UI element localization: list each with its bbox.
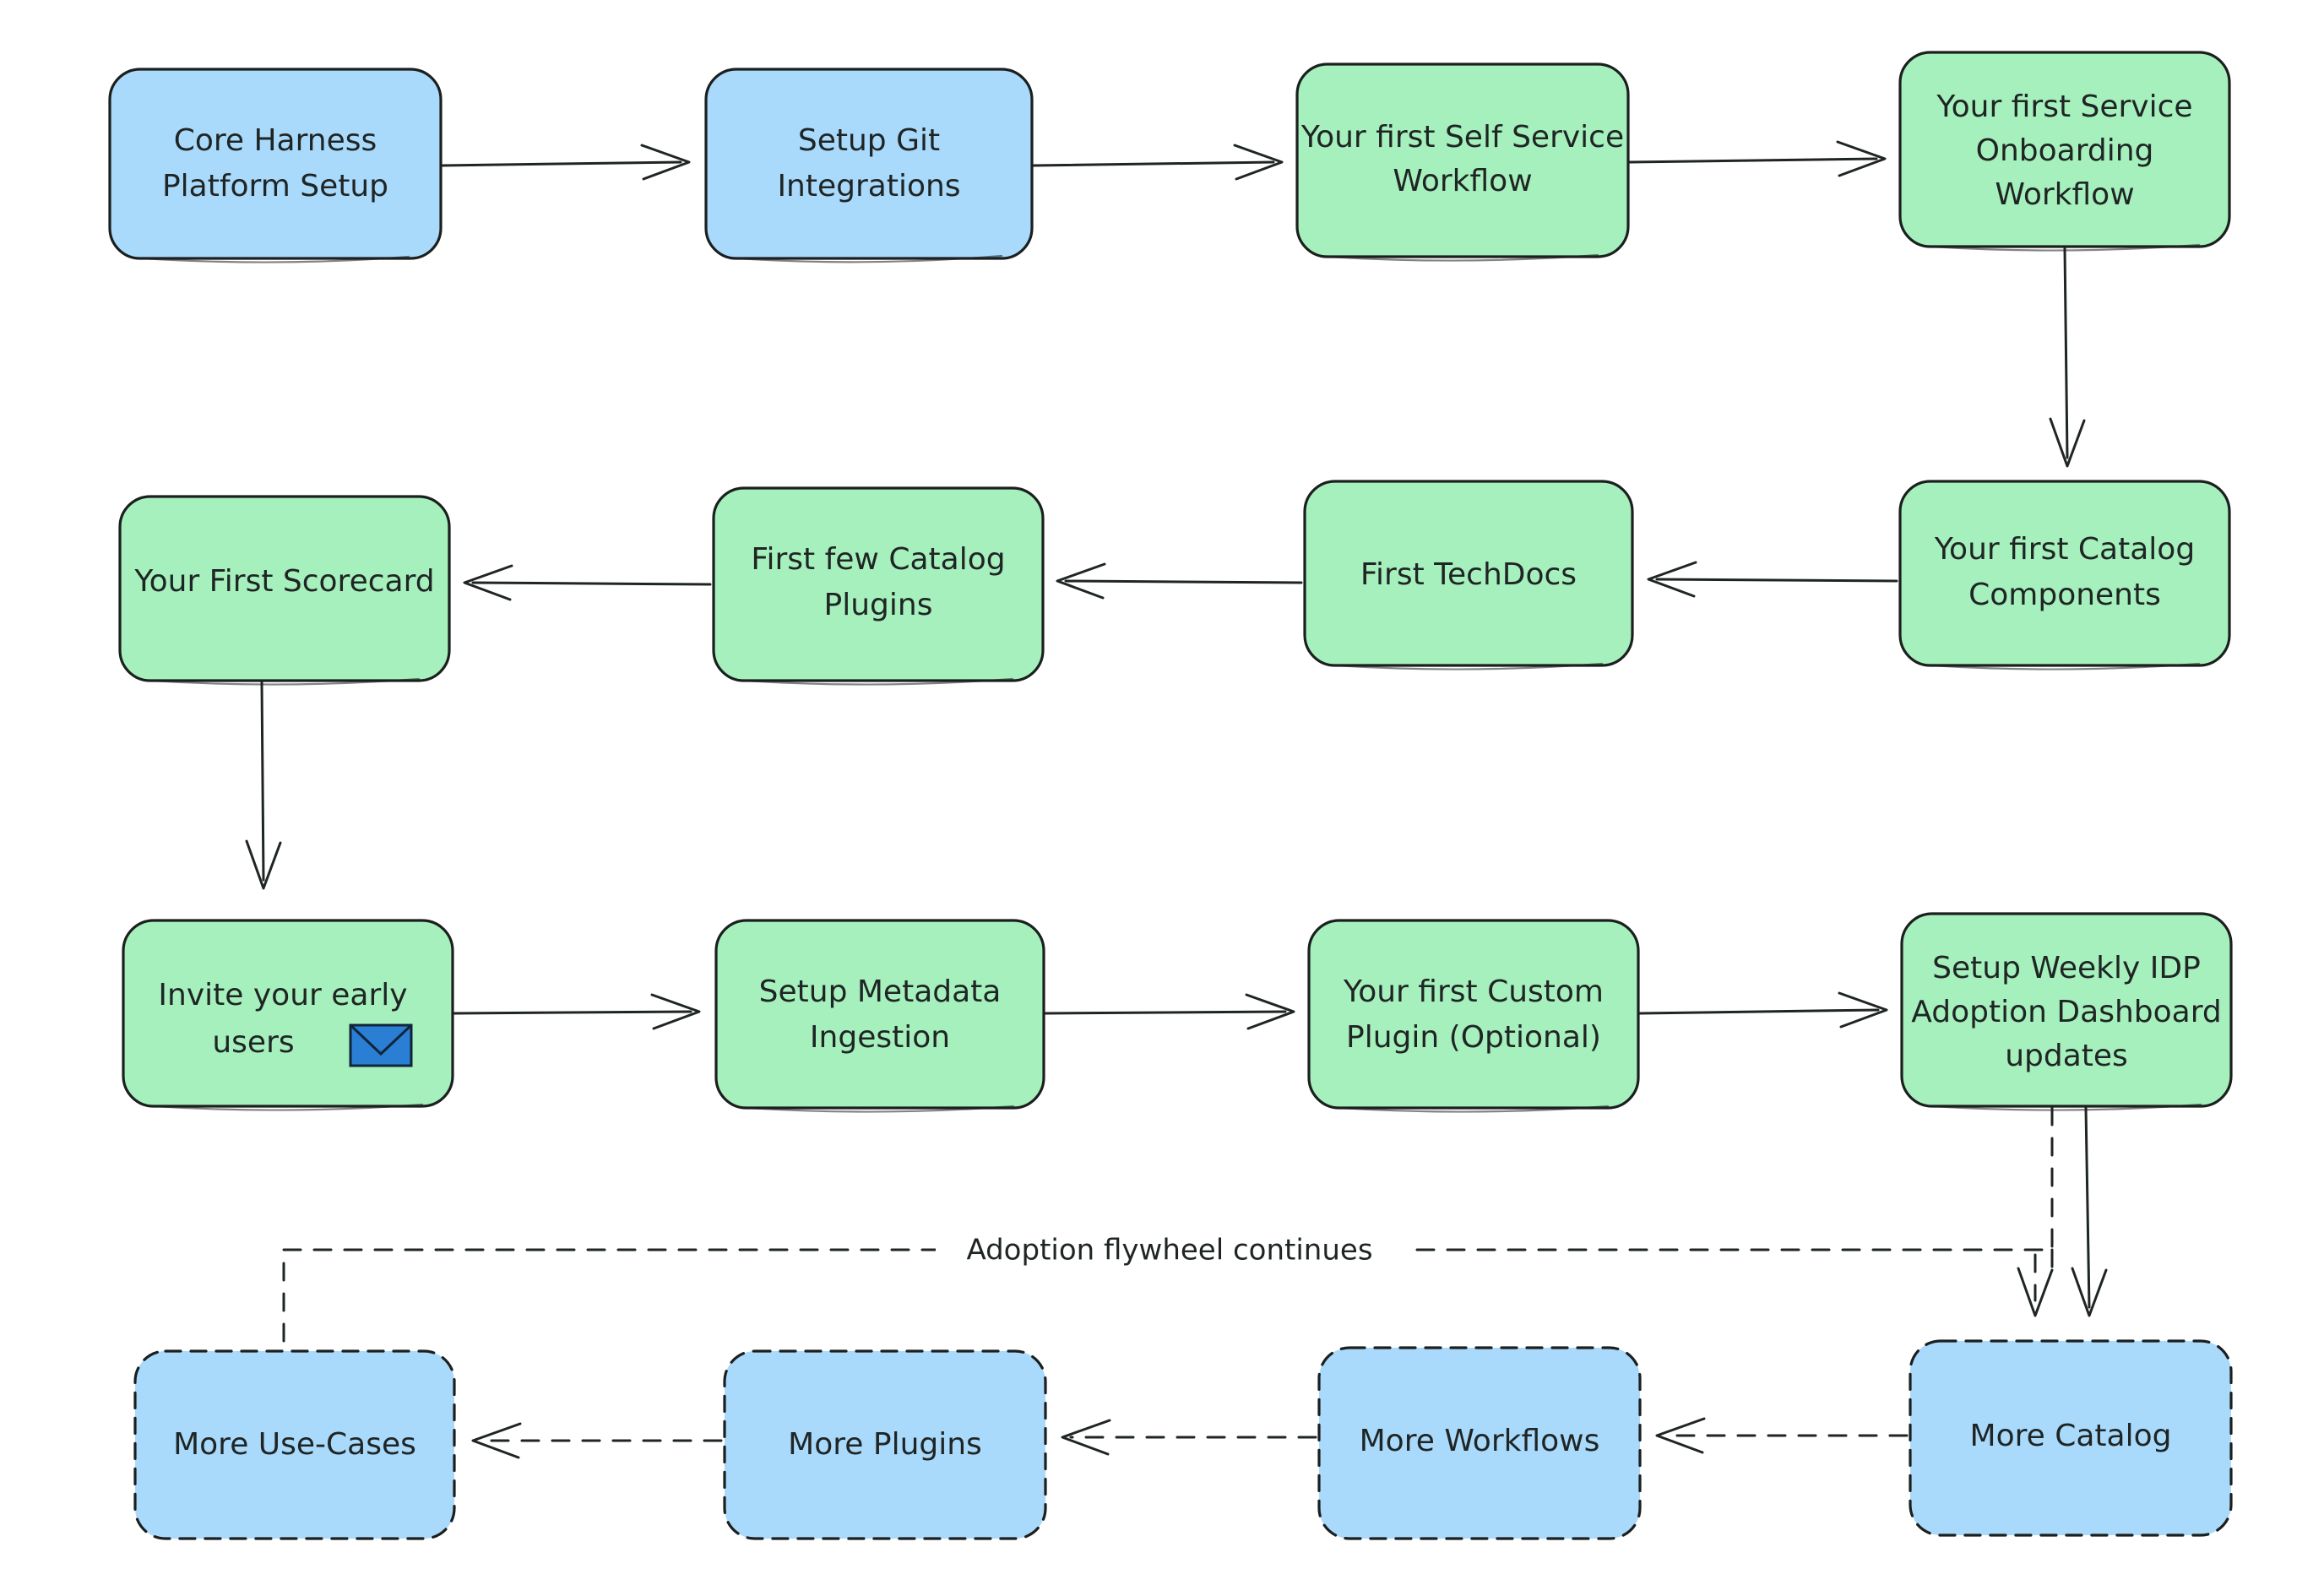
node-label-line: Workflow bbox=[1995, 177, 2134, 212]
edge-invite-users-to-metadata-ingestion bbox=[453, 993, 701, 1030]
node-your-first-self-service-workflow[interactable]: Your first Self Service Workflow bbox=[1295, 62, 1630, 262]
node-your-first-scorecard[interactable]: Your First Scorecard bbox=[118, 495, 451, 686]
nodes-layer: Core Harness Platform Setup Setup Git In… bbox=[108, 51, 2233, 1540]
node-label-line: More Use-Cases bbox=[173, 1427, 416, 1462]
node-more-workflows[interactable]: More Workflows bbox=[1317, 1346, 1642, 1540]
edge-scorecard-to-invite-users bbox=[245, 681, 282, 890]
node-label-line: Invite your early bbox=[158, 978, 407, 1012]
node-label-line: Setup Weekly IDP bbox=[1932, 951, 2201, 985]
edge-techdocs-to-catalog-plugins bbox=[1056, 562, 1303, 600]
node-label-line: Your first Catalog bbox=[1934, 532, 2195, 567]
node-label-line: Your first Service bbox=[1936, 90, 2192, 124]
node-label-line: Your first Custom bbox=[1343, 974, 1604, 1009]
edge-self-service-to-onboarding bbox=[1628, 140, 1887, 177]
edge-more-plugins-to-more-use-cases bbox=[471, 1422, 723, 1459]
envelope-icon bbox=[349, 1023, 413, 1067]
edge-onboarding-to-catalog-components bbox=[2049, 247, 2086, 468]
edge-metadata-ingestion-to-custom-plugin bbox=[1044, 993, 1295, 1030]
node-label-line: Platform Setup bbox=[162, 169, 388, 204]
node-your-first-service-onboarding-workflow[interactable]: Your first Service Onboarding Workflow bbox=[1898, 51, 2231, 252]
node-setup-weekly-idp-adoption-dashboard-updates[interactable]: Setup Weekly IDP Adoption Dashboard upda… bbox=[1900, 912, 2233, 1111]
node-label-line: Workflow bbox=[1393, 164, 1532, 198]
edge-catalog-components-to-techdocs bbox=[1647, 561, 1898, 598]
node-your-first-custom-plugin-optional[interactable]: Your first Custom Plugin (Optional) bbox=[1307, 919, 1640, 1113]
node-label-line: More Workflows bbox=[1360, 1424, 1600, 1458]
node-more-catalog[interactable]: More Catalog bbox=[1909, 1339, 2233, 1537]
node-label-line: Components bbox=[1968, 578, 2161, 612]
node-label-line: Plugin (Optional) bbox=[1346, 1020, 1601, 1055]
node-label-line: More Catalog bbox=[1970, 1419, 2172, 1453]
flywheel-label-background bbox=[936, 1226, 1405, 1275]
node-label-line: Integrations bbox=[777, 169, 960, 204]
edge-flywheel-arrow-into-more-catalog bbox=[2017, 1253, 2054, 1317]
node-invite-your-early-users[interactable]: Invite your early users bbox=[122, 919, 454, 1111]
node-label-line: Setup Git bbox=[798, 123, 940, 158]
node-first-few-catalog-plugins[interactable]: First few Catalog Plugins bbox=[712, 486, 1045, 686]
node-label-line: More Plugins bbox=[788, 1427, 982, 1462]
node-label-line: updates bbox=[2005, 1039, 2128, 1073]
node-setup-metadata-ingestion[interactable]: Setup Metadata Ingestion bbox=[714, 919, 1045, 1113]
node-label-line: Onboarding bbox=[1976, 133, 2154, 168]
node-your-first-catalog-components[interactable]: Your first Catalog Components bbox=[1898, 480, 2231, 670]
node-label-line: users bbox=[212, 1025, 294, 1060]
node-core-harness-platform-setup[interactable]: Core Harness Platform Setup bbox=[108, 68, 443, 263]
edge-custom-plugin-to-weekly-dashboard bbox=[1638, 991, 1888, 1029]
node-first-techdocs[interactable]: First TechDocs bbox=[1303, 480, 1634, 670]
node-label-line: Plugins bbox=[824, 588, 933, 622]
edge-weekly-dashboard-to-more-catalog bbox=[2071, 1106, 2108, 1317]
node-label-line: Ingestion bbox=[810, 1020, 950, 1055]
edge-more-catalog-to-more-workflows bbox=[1655, 1417, 1909, 1454]
edge-catalog-plugins-to-scorecard bbox=[463, 564, 712, 601]
edge-adoption-flywheel-loop bbox=[282, 1106, 2054, 1349]
node-label-line: Adoption Dashboard bbox=[1911, 995, 2221, 1029]
edges-layer: Adoption flywheel continues bbox=[245, 140, 2108, 1459]
edge-more-workflows-to-more-plugins bbox=[1061, 1419, 1317, 1456]
node-label-line: Your first Self Service bbox=[1300, 120, 1624, 155]
node-label-line: Your First Scorecard bbox=[133, 564, 434, 599]
edge-core-harness-to-setup-git bbox=[441, 144, 691, 181]
node-setup-git-integrations[interactable]: Setup Git Integrations bbox=[704, 68, 1034, 263]
edge-setup-git-to-self-service bbox=[1032, 144, 1284, 181]
edge-label-adoption-flywheel-continues: Adoption flywheel continues bbox=[966, 1234, 1372, 1268]
node-label-line: First few Catalog bbox=[751, 542, 1005, 577]
node-more-plugins[interactable]: More Plugins bbox=[723, 1349, 1047, 1540]
node-label-line: First TechDocs bbox=[1360, 557, 1577, 592]
node-more-use-cases[interactable]: More Use-Cases bbox=[133, 1349, 456, 1540]
node-label-line: Core Harness bbox=[174, 123, 377, 158]
node-label-line: Setup Metadata bbox=[759, 974, 1002, 1009]
